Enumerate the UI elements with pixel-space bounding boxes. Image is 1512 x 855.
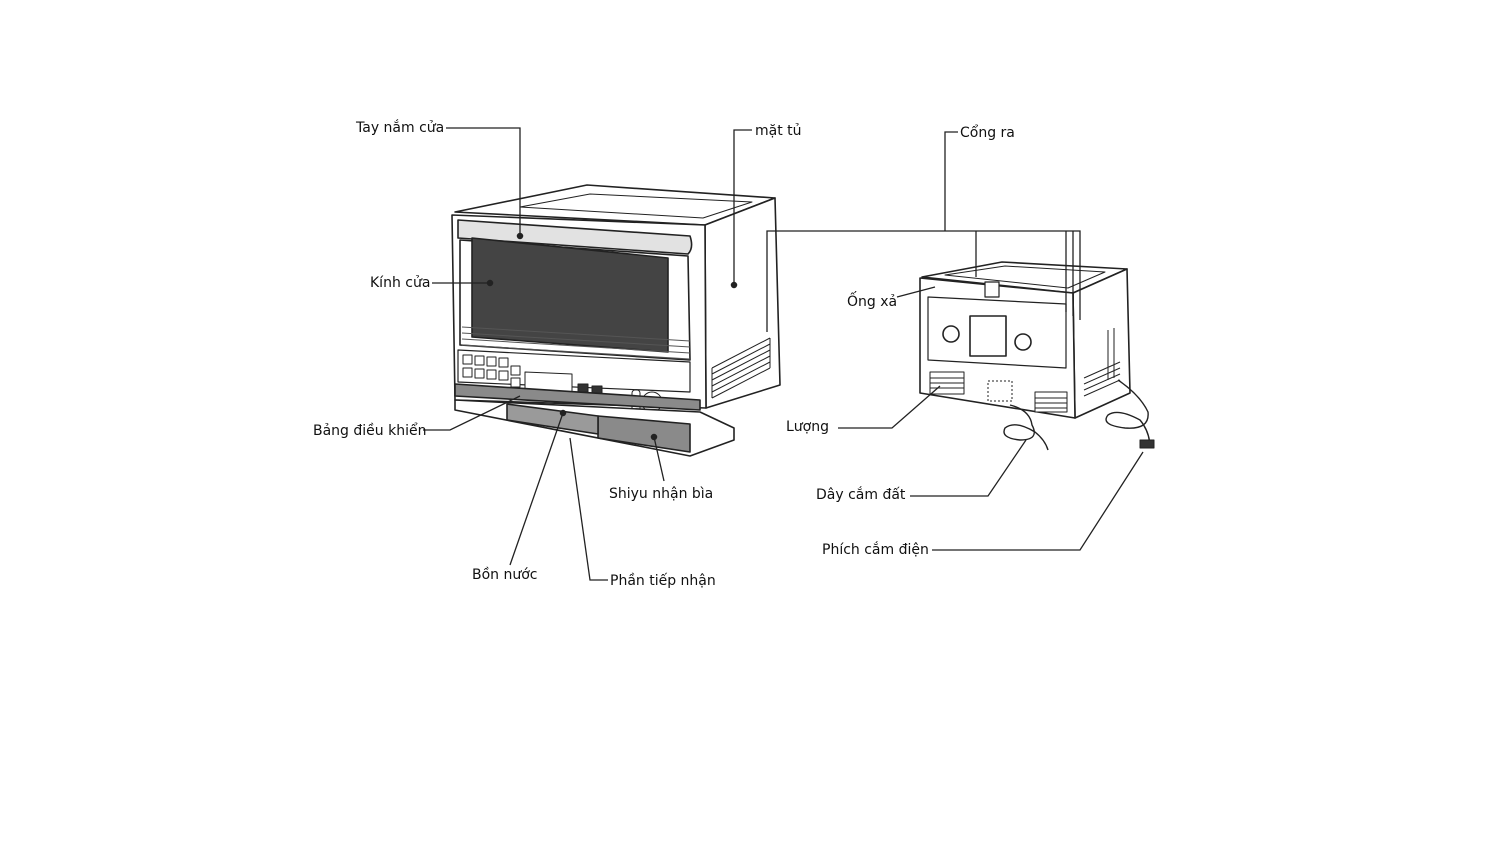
door-handle-bar — [457, 219, 693, 255]
oven-top-inner — [519, 193, 753, 219]
control-buttons — [462, 354, 521, 388]
label-vent: Lượng — [786, 419, 829, 435]
back-oven-top-inner — [944, 265, 1106, 289]
label-water-tank: Bồn nước — [472, 567, 538, 583]
water-tank-front — [454, 383, 701, 411]
label-door-handle: Tay nắm cửa — [356, 120, 445, 136]
door-glass-pane — [471, 237, 669, 353]
back-bottom-vent-right — [1034, 391, 1068, 413]
label-cabinet: mặt tủ — [755, 123, 802, 139]
menu-text-list — [461, 326, 691, 360]
label-receiver: Phần tiếp nhận — [610, 573, 716, 589]
power-cable — [1105, 379, 1151, 449]
back-port-right — [1014, 333, 1032, 351]
oven-side-vent — [711, 337, 771, 399]
label-outlet: Cổng ra — [960, 125, 1015, 141]
receiver-front — [506, 403, 599, 435]
label-drip-tray: Shiyu nhận bìa — [609, 486, 714, 502]
back-port-left — [942, 325, 960, 343]
back-center-panel — [969, 315, 1007, 357]
back-oven-side — [1072, 268, 1131, 419]
back-side-vent — [1083, 328, 1121, 397]
label-control-panel: Bảng điều khiển — [313, 423, 427, 439]
exhaust-pipe-block — [984, 281, 1000, 298]
ground-wire-cable — [1003, 404, 1049, 451]
leader-lines — [423, 127, 1144, 581]
back-dotted-grille — [987, 380, 1013, 402]
label-power-plug: Phích cắm điện — [822, 542, 929, 558]
back-bottom-vent-left — [929, 371, 965, 395]
label-door-glass: Kính cửa — [370, 275, 431, 291]
label-exhaust-pipe: Ống xả — [847, 294, 898, 310]
label-ground-wire: Dây cắm đất — [816, 487, 906, 503]
panel-indicator-1 — [577, 383, 589, 393]
back-oven-illustration — [919, 261, 1155, 451]
front-oven-illustration — [451, 184, 781, 457]
power-plug-head — [1139, 439, 1155, 449]
